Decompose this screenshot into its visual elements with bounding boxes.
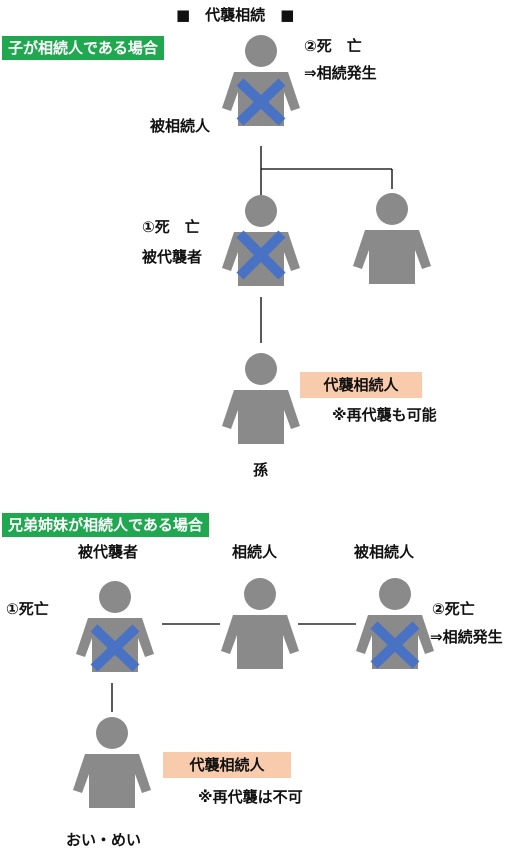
left-event: ①死亡 bbox=[6, 600, 49, 618]
right-event: ②死亡 bbox=[432, 600, 475, 618]
nephew-niece-label: おい・めい bbox=[66, 831, 142, 849]
person-sibling-decedent bbox=[356, 578, 434, 669]
section1-heading: 子が相続人である場合 bbox=[2, 36, 164, 60]
section2-heading: 兄弟姉妹が相続人である場合 bbox=[2, 513, 209, 537]
person-substituted-heir bbox=[76, 581, 154, 672]
decedent-result: ⇒相続発生 bbox=[304, 64, 377, 82]
person-decedent bbox=[222, 35, 300, 126]
decedent-event: ②死 亡 bbox=[304, 37, 362, 55]
left-label: 被代襲者 bbox=[78, 543, 139, 561]
grandchild-label: 孫 bbox=[253, 461, 269, 479]
section1-representative-badge: 代襲相続人 bbox=[300, 372, 422, 398]
person-child-deceased bbox=[222, 195, 300, 286]
right-label: 被相続人 bbox=[354, 543, 415, 561]
person-sibling bbox=[353, 193, 431, 284]
right-result: ⇒相続発生 bbox=[430, 628, 503, 646]
page-title: ■ 代襲相続 ■ bbox=[176, 6, 295, 24]
cross-mark-child bbox=[236, 230, 286, 280]
child-role: 被代襲者 bbox=[142, 248, 203, 266]
middle-label: 相続人 bbox=[232, 543, 278, 561]
section1-note: ※再代襲も可能 bbox=[332, 406, 437, 424]
decedent-label: 被相続人 bbox=[150, 117, 211, 135]
cross-mark-decedent bbox=[236, 78, 286, 126]
cross-mark-right bbox=[370, 621, 420, 669]
person-nephew-niece bbox=[73, 717, 151, 808]
section2-representative-badge: 代襲相続人 bbox=[163, 752, 291, 778]
child-event: ①死 亡 bbox=[142, 218, 200, 236]
section2-note: ※再代襲は不可 bbox=[198, 788, 303, 806]
person-heir bbox=[221, 578, 299, 669]
cross-mark-left bbox=[90, 624, 140, 672]
person-grandchild bbox=[222, 353, 300, 444]
